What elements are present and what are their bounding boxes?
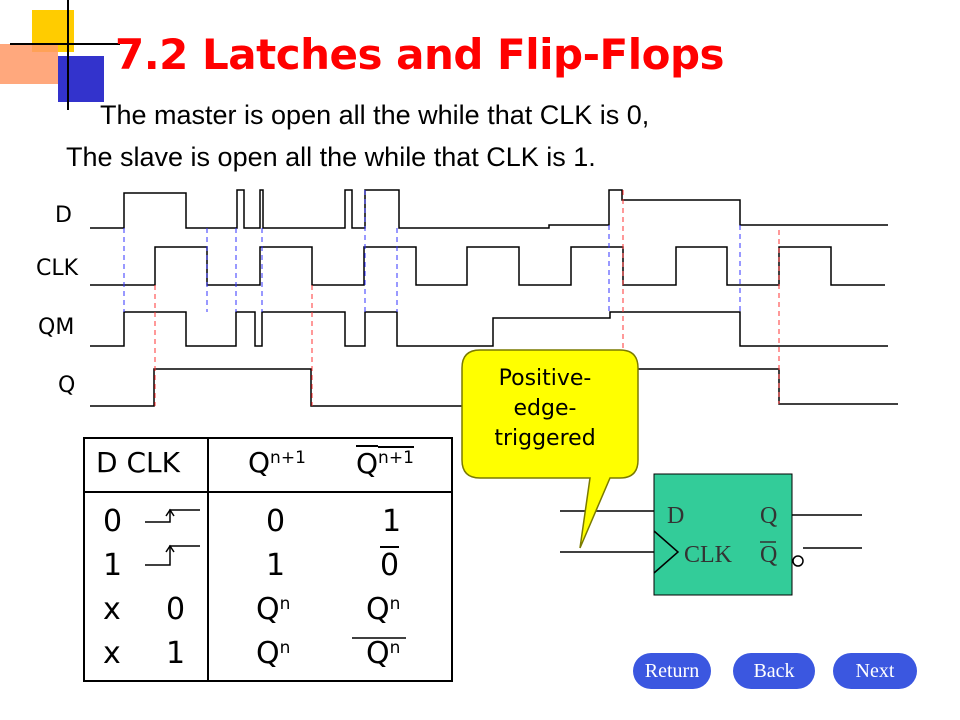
callout-text: Positive- edge- triggered bbox=[494, 366, 596, 451]
return-button[interactable]: Return bbox=[633, 653, 711, 689]
signal-label-q: Q bbox=[58, 373, 76, 398]
row3-qbar: Qn bbox=[366, 592, 401, 627]
signal-label-d: D bbox=[55, 203, 72, 228]
back-button[interactable]: Back bbox=[733, 653, 815, 689]
row4-qbar: Qn bbox=[366, 636, 401, 671]
table-header-qnext-bar: Qn+1 bbox=[356, 445, 414, 480]
corner-orange-square bbox=[0, 44, 58, 84]
row2-d: 1 bbox=[103, 548, 123, 583]
signal-label-qm: QM bbox=[38, 315, 75, 340]
ff-q-label: Q bbox=[760, 503, 778, 529]
subtitle-line-1: The master is open all the while that CL… bbox=[100, 100, 650, 130]
signal-label-clk: CLK bbox=[36, 256, 79, 281]
rising-edge-icon bbox=[145, 544, 200, 566]
ff-clk-label: CLK bbox=[684, 542, 732, 568]
slide-title: 7.2 Latches and Flip-Flops bbox=[115, 30, 725, 79]
corner-blue-square bbox=[58, 56, 104, 102]
subtitle-line-2: The slave is open all the while that CLK… bbox=[66, 142, 596, 172]
clock-triangle-icon bbox=[653, 530, 680, 574]
row4-q: Qn bbox=[256, 636, 291, 671]
row2-qbar: 0 bbox=[380, 546, 400, 583]
waveform-clk bbox=[90, 246, 885, 286]
row3-clk: 0 bbox=[166, 592, 186, 627]
waveform-d bbox=[90, 189, 888, 229]
next-button[interactable]: Next bbox=[833, 653, 917, 689]
row3-d: x bbox=[103, 592, 121, 627]
row2-q: 1 bbox=[266, 548, 286, 583]
inversion-bubble-icon bbox=[792, 555, 804, 567]
row3-q: Qn bbox=[256, 592, 291, 627]
row1-q: 0 bbox=[266, 504, 286, 539]
table-header-inputs: D CLK bbox=[96, 446, 180, 479]
ff-qbar-label: Q bbox=[760, 542, 778, 568]
rising-edge-icon bbox=[145, 508, 200, 523]
row1-qbar: 1 bbox=[382, 504, 402, 539]
waveform-qm bbox=[90, 311, 888, 347]
ff-d-label: D bbox=[667, 503, 685, 529]
row4-d: x bbox=[103, 636, 121, 671]
table-header-qnext: Qn+1 bbox=[248, 446, 306, 479]
corner-decoration bbox=[0, 0, 120, 110]
row1-d: 0 bbox=[103, 504, 123, 539]
row4-clk: 1 bbox=[166, 636, 186, 671]
flipflop-box bbox=[653, 473, 793, 596]
